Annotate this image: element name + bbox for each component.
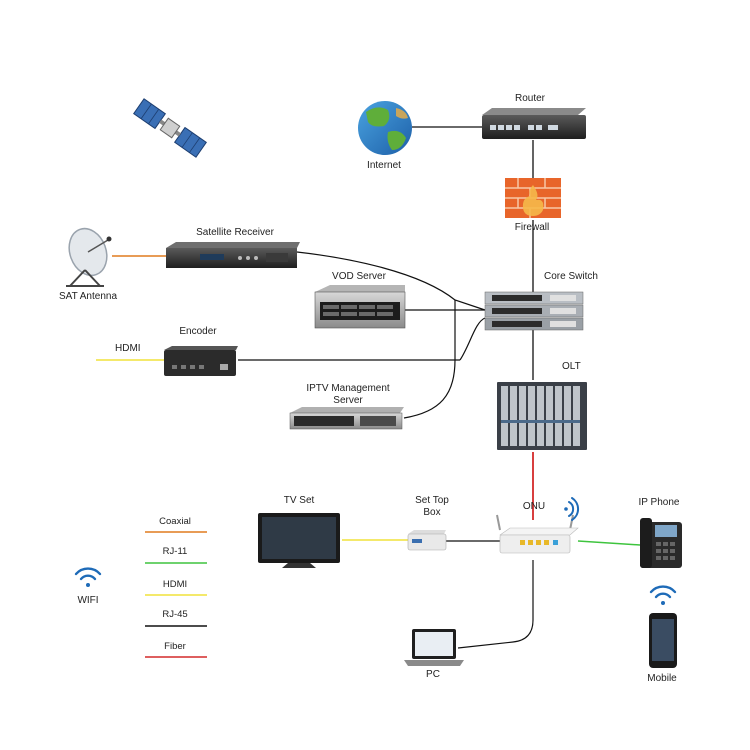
iptv-server-label-line1: IPTV Management xyxy=(306,383,390,394)
set-top-box-label-line1: Set Top xyxy=(415,495,449,506)
iptv-server-label-line2: Server xyxy=(333,395,363,406)
legend-label-rj45: RJ-45 xyxy=(162,609,188,620)
iptv-server-loop-line xyxy=(403,300,456,419)
onu-icon xyxy=(496,514,579,554)
router-label: Router xyxy=(514,93,546,104)
legend-label-fiber: Fiber xyxy=(164,641,186,652)
wifi-label: WIFI xyxy=(77,595,99,606)
tv-set-label: TV Set xyxy=(283,495,315,506)
tv-set-icon xyxy=(258,513,340,568)
onu-phone-rj11-line xyxy=(577,540,641,546)
receiver-switch-line xyxy=(296,251,486,311)
legend-label-coaxial: Coaxial xyxy=(159,516,191,527)
legend-label-rj11: RJ-11 xyxy=(162,546,188,557)
vod-server-icon xyxy=(314,285,406,329)
satellite-icon xyxy=(133,98,207,158)
firewall-icon xyxy=(505,178,561,218)
pc-label: PC xyxy=(426,669,440,680)
onu-pc-line xyxy=(457,560,534,649)
connections xyxy=(96,126,641,649)
mobile-phone-icon xyxy=(649,613,677,668)
ip-phone-label: IP Phone xyxy=(638,497,680,508)
iptv-server-icon xyxy=(289,407,404,430)
internet-globe-icon xyxy=(358,101,412,155)
mobile-label: Mobile xyxy=(647,673,677,684)
encoder-switch-connect xyxy=(459,317,486,361)
firewall-label: Firewall xyxy=(514,222,550,233)
olt-label: OLT xyxy=(562,361,581,372)
onu-wifi-signal-icon xyxy=(564,497,579,521)
legend-lines xyxy=(145,531,207,658)
ip-phone-icon xyxy=(640,518,682,568)
router-icon xyxy=(482,108,586,139)
sat-antenna-label: SAT Antenna xyxy=(58,291,118,302)
internet-label: Internet xyxy=(367,160,401,171)
hdmi-input-label: HDMI xyxy=(115,343,141,354)
pc-laptop-icon xyxy=(404,629,464,666)
vod-server-label: VOD Server xyxy=(332,271,386,282)
encoder-icon xyxy=(164,346,238,376)
sat-antenna-icon xyxy=(66,227,112,287)
encoder-label: Encoder xyxy=(179,326,217,337)
satellite-receiver-label: Satellite Receiver xyxy=(196,227,274,238)
wifi-legend-icon xyxy=(74,567,102,587)
olt-icon xyxy=(497,382,587,450)
onu-label: ONU xyxy=(522,501,546,512)
set-top-box-label-line2: Box xyxy=(423,507,441,518)
core-switch-label: Core Switch xyxy=(544,271,598,282)
core-switch-icon xyxy=(484,291,584,331)
legend-label-hdmi: HDMI xyxy=(162,579,188,590)
satellite-receiver-icon xyxy=(166,242,300,268)
set-top-box-icon xyxy=(407,530,447,551)
mobile-wifi-signal-icon xyxy=(649,585,677,605)
